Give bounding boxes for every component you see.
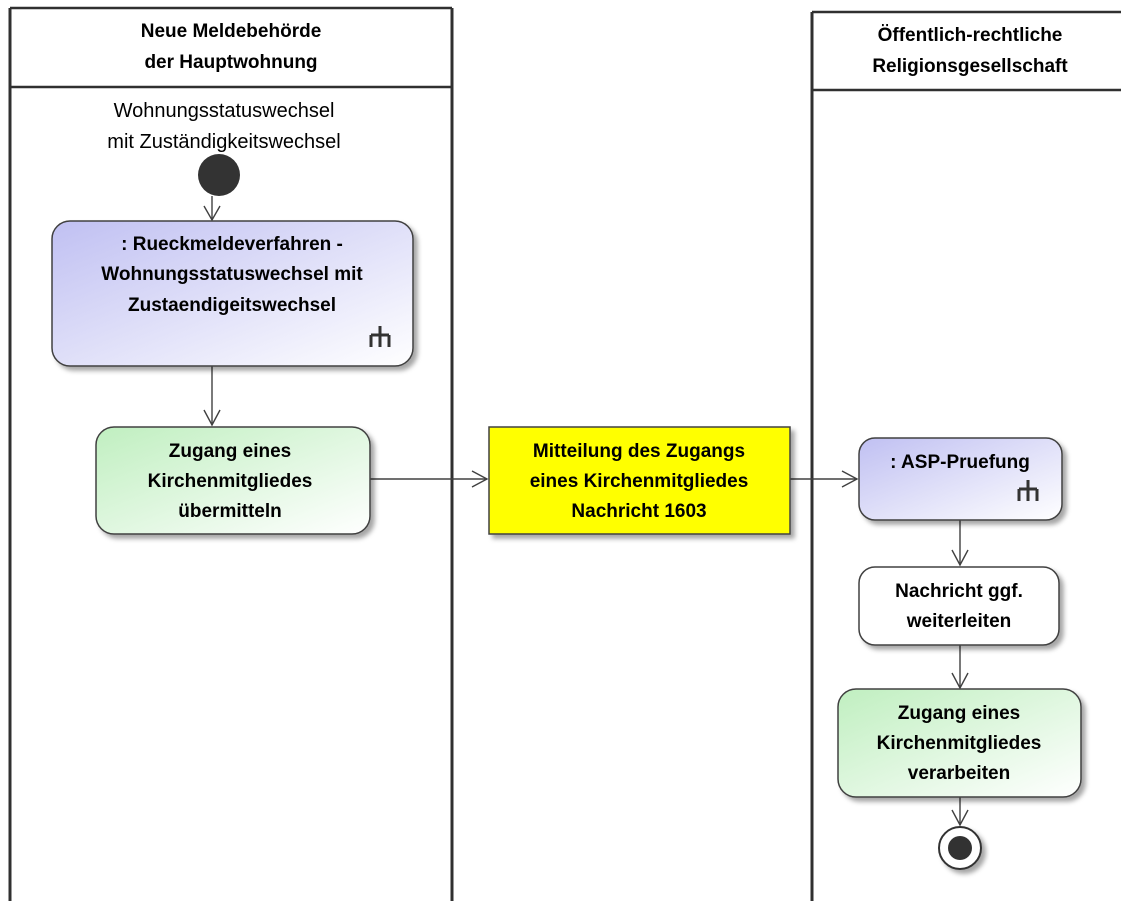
control-flow-edges: [203, 196, 969, 827]
action-label: Wohnungsstatuswechsel mit: [101, 264, 363, 285]
start-label-line: Wohnungsstatuswechsel: [114, 100, 335, 122]
action-label: Nachricht ggf.: [895, 581, 1023, 602]
object-node-mitteilung[interactable]: Mitteilung des Zugangs eines Kirchenmitg…: [488, 426, 791, 535]
action-label: Zustaendigeitswechsel: [128, 295, 336, 316]
object-label: Mitteilung des Zugangs: [533, 441, 745, 462]
arrowhead-icon: [951, 549, 969, 567]
action-label: : ASP-Pruefung: [890, 452, 1030, 473]
edge-verarbeiten-to-final[interactable]: [951, 797, 969, 827]
start-label-line: mit Zuständigkeitswechsel: [107, 131, 340, 153]
edge-initial-to-rueckmeldeverfahren[interactable]: [203, 196, 221, 222]
action-label: übermitteln: [178, 501, 281, 522]
action-asp-pruefung[interactable]: : ASP-Pruefung: [858, 437, 1063, 521]
swimlane-title: Öffentlich-rechtliche: [878, 25, 1063, 46]
action-label: : Rueckmeldeverfahren -: [121, 234, 343, 255]
action-label: Kirchenmitgliedes: [148, 471, 313, 492]
start-label: Wohnungsstatuswechsel mit Zuständigkeits…: [107, 100, 340, 153]
arrowhead-icon: [951, 809, 969, 827]
action-label: verarbeiten: [908, 763, 1010, 784]
action-zugang-uebermitteln[interactable]: Zugang eines Kirchenmitgliedes übermitte…: [95, 426, 371, 535]
edge-weiterleiten-to-verarbeiten[interactable]: [951, 645, 969, 690]
arrowhead-icon: [203, 205, 221, 222]
arrowhead-icon: [471, 470, 489, 488]
arrowhead-icon: [203, 409, 221, 427]
edge-zugang-to-mitteilung[interactable]: [369, 470, 489, 488]
swimlane-title: Neue Meldebehörde: [141, 21, 322, 42]
action-rueckmeldeverfahren[interactable]: : Rueckmeldeverfahren - Wohnungsstatuswe…: [51, 220, 414, 367]
action-label: Zugang eines: [169, 441, 291, 462]
swimlane-religionsgesellschaft[interactable]: Öffentlich-rechtliche Religionsgesellsch…: [810, 10, 1121, 901]
rake-icon: [1017, 480, 1039, 501]
object-label: eines Kirchenmitgliedes: [530, 471, 749, 492]
edge-rueckmeldeverfahren-to-zugang[interactable]: [203, 366, 221, 427]
object-label: Nachricht 1603: [571, 501, 706, 522]
action-label: weiterleiten: [906, 611, 1012, 632]
swimlane-title: der Hauptwohnung: [144, 52, 317, 73]
swimlane-title: Religionsgesellschaft: [872, 56, 1068, 77]
final-node[interactable]: [938, 826, 982, 870]
rake-icon: [369, 326, 391, 347]
arrowhead-icon: [841, 470, 859, 488]
edge-asp-to-weiterleiten[interactable]: [951, 520, 969, 567]
arrowhead-icon: [951, 672, 969, 690]
action-zugang-verarbeiten[interactable]: Zugang eines Kirchenmitgliedes verarbeit…: [837, 688, 1082, 798]
edge-mitteilung-to-asp[interactable]: [790, 470, 859, 488]
action-label: Kirchenmitgliedes: [877, 733, 1042, 754]
action-label: Zugang eines: [898, 703, 1020, 724]
swimlane-meldebehoerde[interactable]: Neue Meldebehörde der Hauptwohnung: [8, 6, 454, 901]
initial-node[interactable]: [198, 154, 240, 196]
action-weiterleiten[interactable]: Nachricht ggf. weiterleiten: [858, 566, 1060, 646]
